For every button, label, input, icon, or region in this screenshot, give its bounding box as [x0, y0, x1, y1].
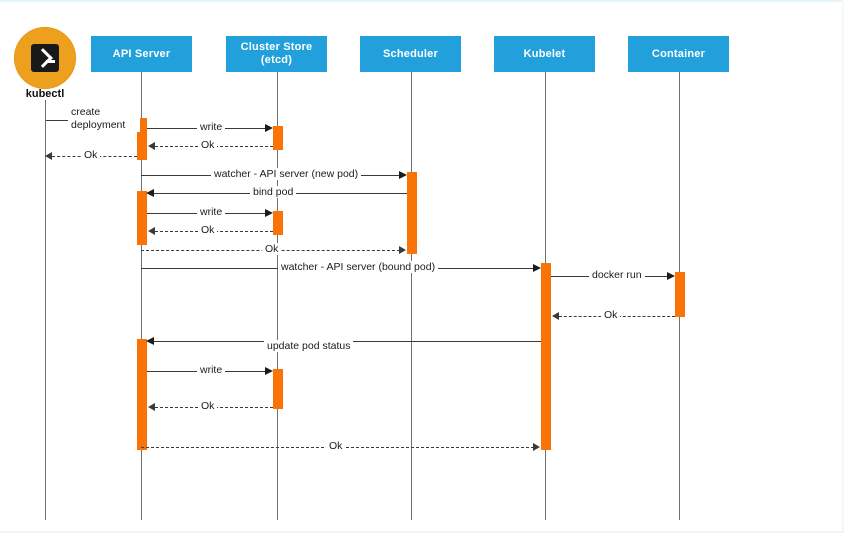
message-arrowhead-ok-7: [533, 443, 540, 451]
message-label-update-pod-status: update pod status: [264, 340, 354, 352]
message-label-write-3: write: [197, 364, 226, 376]
message-label-ok-5: Ok: [601, 309, 621, 321]
right-divider: [842, 0, 844, 533]
message-label-create-deployment: create deployment: [68, 106, 140, 132]
message-label-watcher-bound-pod: watcher - API server (bound pod): [278, 261, 439, 273]
message-arrowhead-write-1: [265, 124, 273, 132]
top-divider: [0, 0, 844, 2]
activation-container-1: [675, 272, 685, 317]
message-arrowhead-watcher-bound-pod: [533, 264, 541, 272]
participant-label-apiserver: API Server: [112, 47, 171, 60]
activation-clusterstore-3: [273, 369, 283, 409]
lifeline-apiserver: [141, 72, 142, 520]
participant-clusterstore[interactable]: Cluster Store (etcd): [226, 36, 327, 72]
activation-clusterstore-2: [273, 211, 283, 235]
activation-kubelet-1: [541, 263, 551, 450]
message-label-write-2: write: [197, 206, 226, 218]
participant-container[interactable]: Container: [628, 36, 729, 72]
message-label-ok-2: Ok: [81, 149, 101, 161]
participant-label-clusterstore-line1: Cluster Store: [240, 41, 313, 53]
message-arrowhead-update-pod-status: [146, 337, 154, 345]
participant-label-scheduler: Scheduler: [383, 47, 438, 60]
lifeline-scheduler: [411, 72, 412, 520]
message-arrowhead-ok-2: [45, 152, 52, 160]
participant-label-kubelet: Kubelet: [523, 47, 566, 60]
participant-apiserver[interactable]: API Server: [91, 36, 192, 72]
message-arrowhead-ok-5: [552, 312, 559, 320]
message-arrowhead-ok-6: [148, 403, 155, 411]
terminal-prompt-icon: [31, 44, 59, 72]
activation-apiserver-3: [137, 339, 147, 450]
message-label-ok-6: Ok: [198, 400, 218, 412]
message-label-docker-run: docker run: [589, 269, 645, 281]
participant-scheduler[interactable]: Scheduler: [360, 36, 461, 72]
message-arrowhead-ok-4: [399, 246, 406, 254]
lifeline-clusterstore: [277, 72, 278, 520]
activation-apiserver-2: [137, 191, 147, 245]
message-label-ok-4: Ok: [262, 243, 282, 255]
message-arrowhead-watcher-new-pod: [399, 171, 407, 179]
message-arrowhead-ok-1: [148, 142, 155, 150]
participant-label-kubectl: kubectl: [25, 88, 65, 100]
message-arrowhead-ok-3: [148, 227, 155, 235]
activation-apiserver-1: [137, 118, 147, 160]
avatar-kubectl: [14, 27, 76, 89]
message-label-ok-1: Ok: [198, 139, 218, 151]
message-label-ok-3: Ok: [198, 224, 218, 236]
activation-clusterstore-1: [273, 126, 283, 150]
message-arrowhead-docker-run: [667, 272, 675, 280]
bottom-divider: [0, 531, 844, 533]
participant-label-clusterstore-line2: (etcd): [260, 54, 293, 66]
activation-scheduler-1: [407, 172, 417, 254]
message-label-write-1: write: [197, 121, 226, 133]
participant-label-container: Container: [651, 47, 706, 60]
message-label-bind-pod: bind pod: [250, 186, 297, 198]
message-arrowhead-bind-pod: [146, 189, 154, 197]
message-label-ok-7: Ok: [326, 440, 346, 452]
lifeline-kubectl: [45, 100, 46, 520]
message-label-watcher-new-pod: watcher - API server (new pod): [211, 168, 362, 180]
participant-kubelet[interactable]: Kubelet: [494, 36, 595, 72]
message-arrowhead-write-3: [265, 367, 273, 375]
message-arrowhead-write-2: [265, 209, 273, 217]
